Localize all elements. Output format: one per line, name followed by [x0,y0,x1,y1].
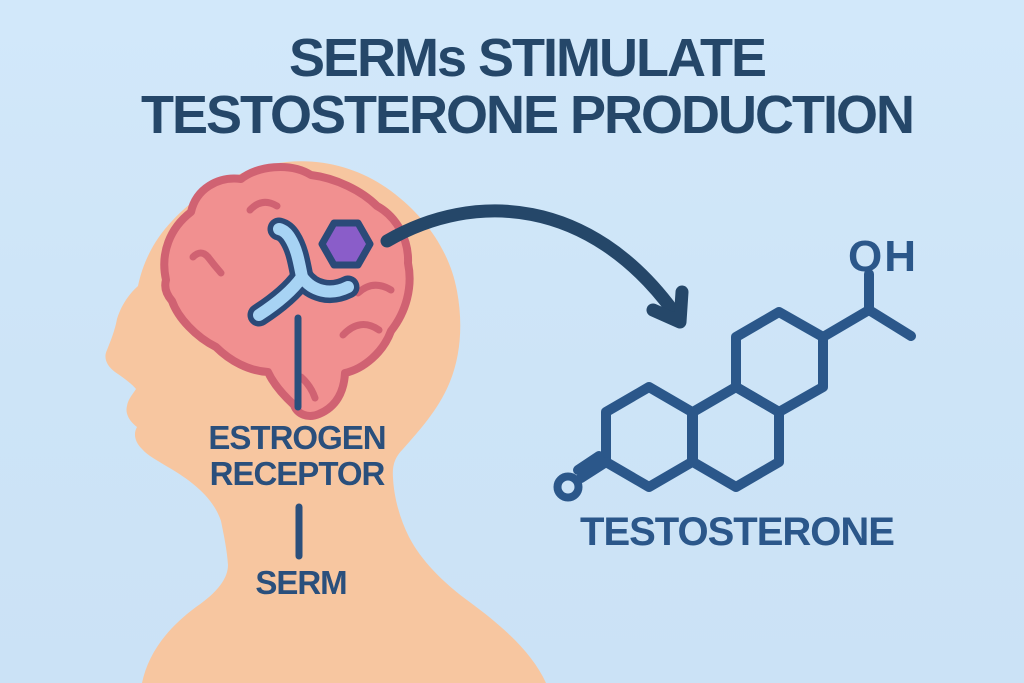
arrow-shaft [380,204,680,318]
hydroxyl-label: OH [848,232,918,281]
side-chain-bond [818,305,874,342]
arrow-head [646,285,689,329]
serm-hexagon-icon [318,219,374,269]
methyl-bond [864,305,916,341]
testosterone-structure-icon [553,269,916,502]
curved-arrow-icon [380,204,689,329]
ketone-double-bond [573,451,611,483]
ring-c [731,307,828,417]
estrogen-receptor-y-icon [247,217,360,327]
estrogen-receptor-label-line-1: ESTROGEN [208,419,386,456]
testosterone-label: TESTOSTERONE [580,510,895,554]
estrogen-receptor-label: ESTROGEN RECEPTOR [208,419,386,492]
title-line-1: SERMs STIMULATE [288,28,767,88]
title-line-2: TESTOSTERONE PRODUCTION [140,85,915,145]
brain-gyri-lines [189,198,395,402]
ring-a [601,382,697,492]
ketone-oxygen-icon [553,472,583,502]
estrogen-receptor-label-line-2: RECEPTOR [209,455,386,492]
page-title: SERMs STIMULATE TESTOSTERONE PRODUCTION [140,28,915,145]
serm-label: SERM [255,564,347,601]
receptor-fill [253,223,354,321]
